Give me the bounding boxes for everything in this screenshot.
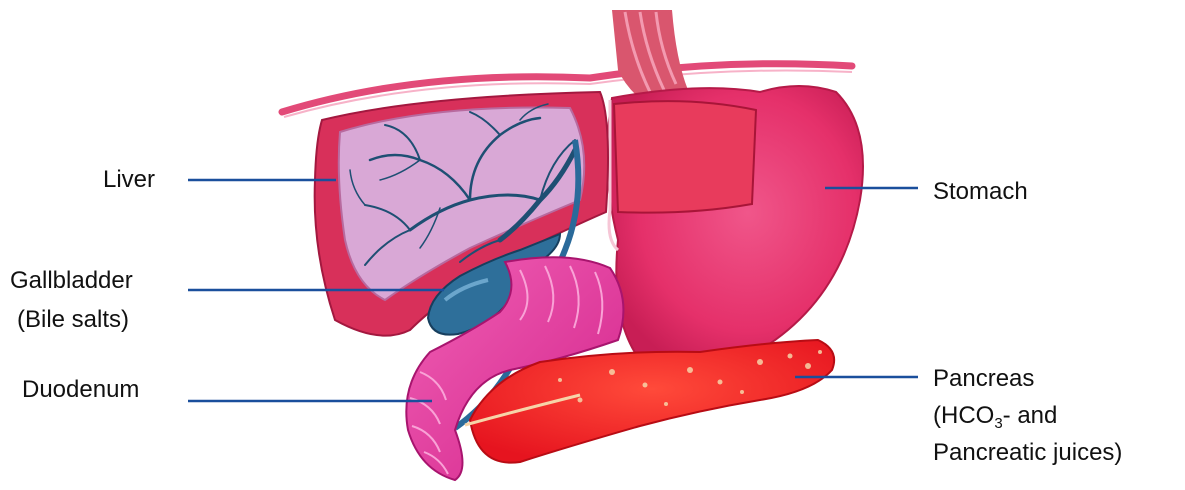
pancreas-note-pre: (HCO xyxy=(933,402,994,429)
pancreas-note-line2: Pancreatic juices) xyxy=(933,438,1122,468)
duodenum-label: Duodenum xyxy=(22,375,139,405)
pancreas-label: Pancreas xyxy=(933,364,1034,394)
stomach-label: Stomach xyxy=(933,177,1028,207)
pancreas-note-subscript: 3 xyxy=(994,415,1002,432)
gallbladder-note: (Bile salts) xyxy=(17,305,129,335)
gallbladder-label: Gallbladder xyxy=(10,266,133,296)
pancreas-note-post: - and xyxy=(1003,402,1058,429)
pancreas-note-line1: (HCO3- and xyxy=(933,401,1057,431)
liver-label: Liver xyxy=(103,165,155,195)
